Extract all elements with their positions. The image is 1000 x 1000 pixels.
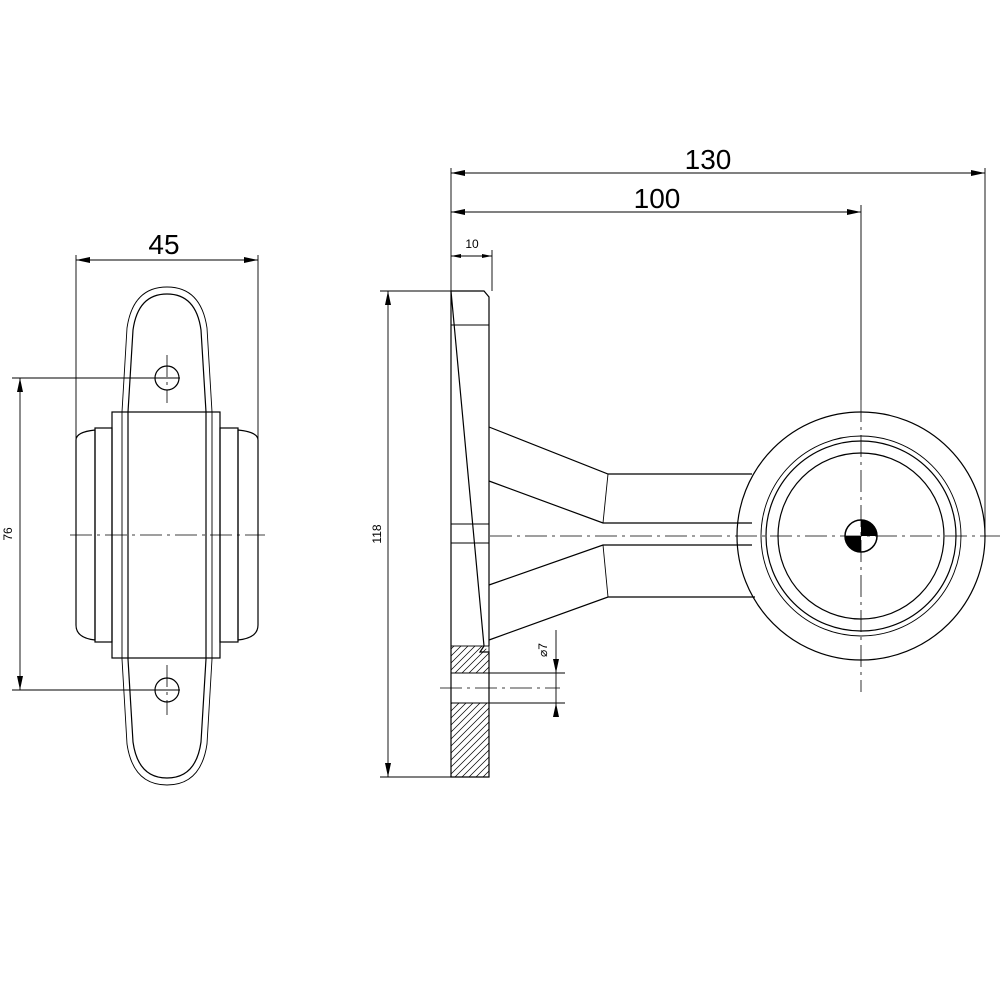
front-view: 45 76 bbox=[1, 229, 265, 786]
hatch-line bbox=[406, 646, 433, 673]
lower-arm bbox=[488, 544, 755, 641]
hatch-line bbox=[451, 646, 476, 673]
hatch-line bbox=[451, 721, 489, 761]
hatch-line bbox=[451, 735, 489, 775]
hatch-line bbox=[567, 703, 641, 777]
hatch-line bbox=[451, 703, 467, 719]
hatch-line bbox=[504, 646, 531, 673]
hatch-line bbox=[454, 646, 483, 673]
hatch-line bbox=[392, 646, 419, 673]
hatch-line bbox=[475, 763, 489, 777]
hatch-line bbox=[399, 646, 426, 673]
hatch-line bbox=[504, 703, 578, 777]
flange-inner-contour bbox=[121, 286, 213, 786]
hatch-line bbox=[490, 703, 564, 777]
hatch-line bbox=[468, 756, 489, 777]
hatched-section bbox=[371, 645, 641, 778]
hatch-line bbox=[371, 703, 445, 777]
hatch-line bbox=[567, 646, 594, 673]
hatch-line bbox=[553, 703, 627, 777]
hatch-line bbox=[420, 646, 447, 673]
hatch-line bbox=[482, 770, 489, 777]
hole-spacing-label: 76 bbox=[1, 527, 15, 541]
hatch-line bbox=[497, 703, 571, 777]
hatch-line bbox=[454, 742, 489, 777]
hatch-line bbox=[451, 714, 489, 754]
front-width-label: 45 bbox=[148, 229, 179, 260]
hatch-line bbox=[560, 703, 634, 777]
hatch-line bbox=[451, 703, 488, 740]
hatch-line bbox=[451, 646, 455, 673]
hatch-line bbox=[475, 646, 489, 673]
flange-outer-contour bbox=[127, 293, 207, 779]
hatch-line bbox=[461, 749, 489, 777]
side-view: 130 100 10 118 ⌀7 bbox=[370, 144, 1000, 778]
hatch-line bbox=[511, 646, 538, 673]
hatch-line bbox=[451, 646, 469, 673]
hatch-line bbox=[511, 703, 585, 777]
hatch-line bbox=[490, 646, 517, 673]
base-thickness-label: 10 bbox=[465, 237, 479, 251]
hatch-line bbox=[546, 646, 573, 673]
upper-arm bbox=[488, 426, 752, 524]
hatch-line bbox=[451, 703, 474, 726]
hatch-line bbox=[413, 646, 440, 673]
base-plate bbox=[450, 290, 490, 778]
hatch-line bbox=[451, 728, 489, 768]
hatch-line bbox=[532, 703, 606, 777]
hatch-line bbox=[385, 646, 412, 673]
hatch-line bbox=[497, 646, 524, 673]
hatch-line bbox=[468, 646, 489, 673]
hatch-line bbox=[451, 703, 460, 712]
hatch-line bbox=[525, 703, 599, 777]
center-length-label: 100 bbox=[634, 183, 681, 214]
hatch-line bbox=[371, 646, 398, 673]
hatch-line bbox=[461, 646, 489, 673]
hatch-line bbox=[539, 703, 613, 777]
hatch-line bbox=[451, 703, 481, 733]
height-label: 118 bbox=[370, 524, 384, 543]
hatch-line bbox=[451, 646, 462, 673]
hatch-line bbox=[482, 646, 489, 673]
hatch-line bbox=[451, 707, 489, 747]
overall-length-label: 130 bbox=[685, 144, 732, 175]
hatch-line bbox=[560, 646, 587, 673]
hole-diameter-label: ⌀7 bbox=[536, 643, 550, 657]
lens-right-cap bbox=[237, 429, 259, 641]
hatch-line bbox=[378, 646, 405, 673]
